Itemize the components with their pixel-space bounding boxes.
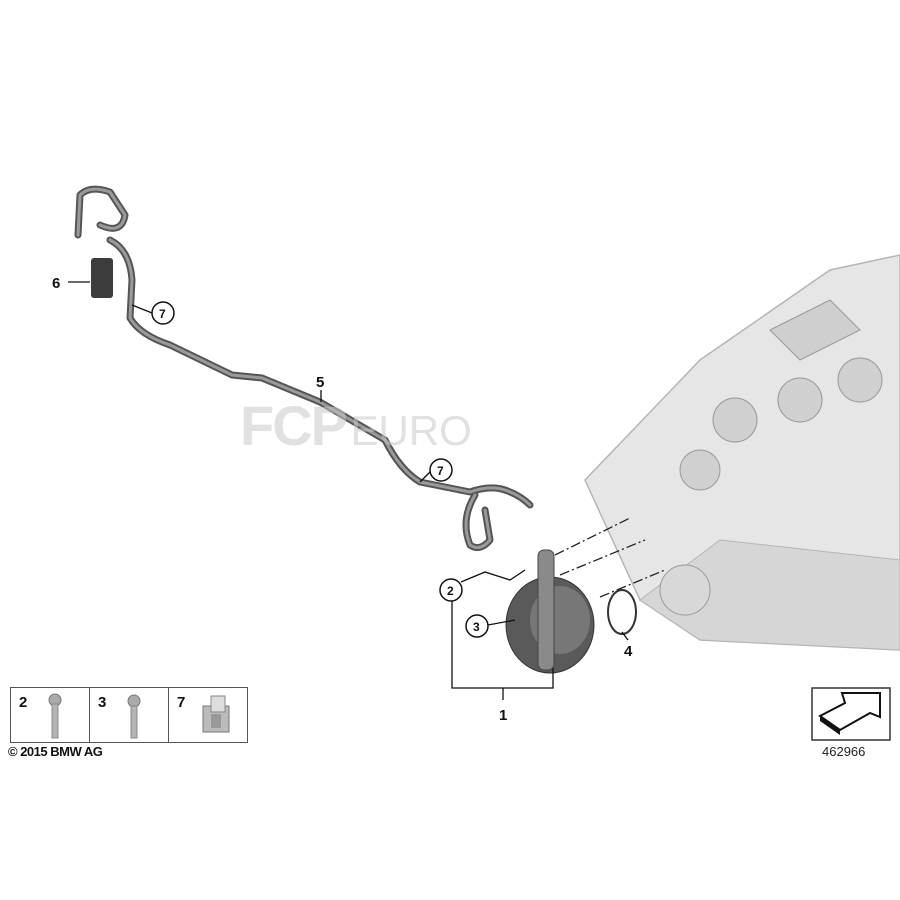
callout-3-circle (465, 614, 489, 638)
callout-5: 5 (316, 374, 324, 391)
vacuum-pump (505, 549, 637, 674)
watermark-logo: FCP EURO (240, 398, 472, 455)
watermark-suffix: EURO (350, 407, 472, 454)
diagram-number: 462966 (822, 744, 866, 759)
callout-6: 6 (52, 275, 60, 292)
callout-2: 2 (447, 584, 454, 598)
bolt-icon (48, 693, 62, 739)
callout-7-top: 7 (159, 307, 166, 321)
clip-icon (202, 695, 230, 733)
holder-part-6 (91, 258, 113, 298)
copyright: © 2015 BMW AG (8, 744, 103, 759)
legend-item-bolt-3: 3 (90, 688, 169, 742)
vacuum-line (74, 185, 534, 552)
callout-7-middle: 7 (437, 464, 444, 478)
o-ring (607, 589, 637, 635)
legend-item-clip-7: 7 (169, 688, 247, 742)
callout-7-circle (151, 301, 175, 325)
legend-item-bolt-2: 2 (11, 688, 90, 742)
engine-cylinder-head (584, 254, 900, 651)
small-parts-legend: 2 3 7 (10, 687, 248, 743)
watermark-brand: FCP (240, 394, 348, 457)
callout-4: 4 (624, 643, 633, 660)
callout-2-circle (439, 578, 463, 602)
callout-leaders (68, 281, 629, 700)
bolt-icon (127, 694, 141, 739)
view-direction-icon (811, 687, 891, 741)
callout-7-circle (429, 458, 453, 482)
callout-1: 1 (499, 707, 507, 724)
alignment-lines (554, 517, 666, 598)
callout-3: 3 (473, 620, 480, 634)
